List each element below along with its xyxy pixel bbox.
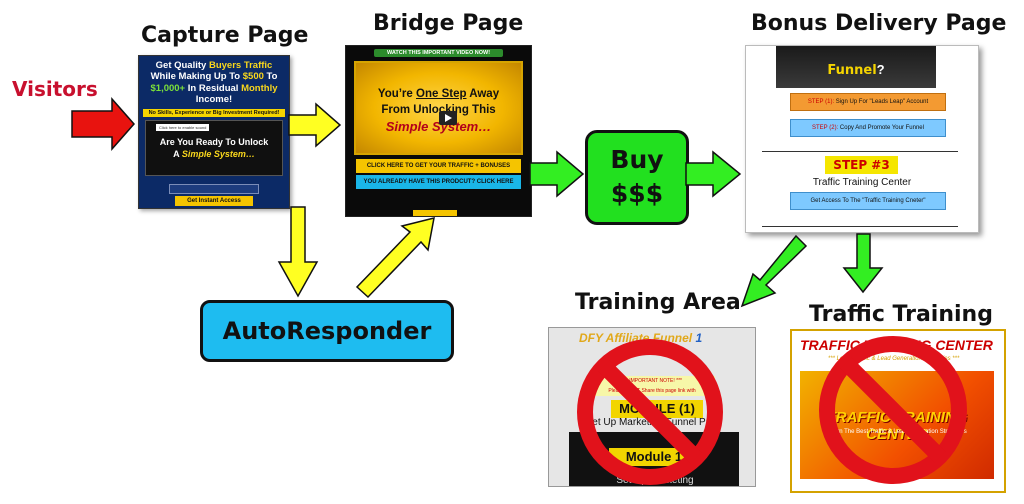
capture-subheadline-bar: No Skills, Experience or Big Investment … xyxy=(143,108,285,117)
capture-question: Are You Ready To Unlock A Simple System… xyxy=(159,136,269,159)
capture-headline: Get Quality Buyers Traffic While Making … xyxy=(150,60,278,106)
capture-email-field xyxy=(169,183,259,194)
capture-get-access-button: Get Instant Access xyxy=(175,195,253,206)
autoresponder-box: AutoResponder xyxy=(200,300,454,362)
autoresponder-label: AutoResponder xyxy=(222,317,432,345)
bonus-to-training-arrow xyxy=(740,234,808,308)
capture-page-thumbnail: Get Quality Buyers Traffic While Making … xyxy=(138,55,290,209)
buy-label: Buy xyxy=(610,145,664,174)
training-module-video-badge: Module 1 xyxy=(609,448,699,466)
visitors-arrow xyxy=(71,97,135,151)
autoresponder-to-bridge-arrow xyxy=(355,216,435,299)
capture-to-autoresponder-arrow xyxy=(277,206,319,298)
bonus-traffic-training-center-label: Traffic Training Center xyxy=(812,177,912,188)
buy-to-bonus-arrow xyxy=(685,150,742,198)
bonus-step3-badge: STEP #3 xyxy=(825,156,898,174)
buy-box: Buy $$$ xyxy=(585,130,689,225)
visitors-label: Visitors xyxy=(12,77,98,101)
bridge-traffic-bonuses-button: CLICK HERE TO GET YOUR TRAFFIC + BONUSES xyxy=(356,159,521,173)
heading-bridge-page: Bridge Page xyxy=(373,11,524,36)
play-icon xyxy=(439,111,457,125)
training-prohibited-icon xyxy=(577,339,723,485)
bonus-divider xyxy=(762,151,958,152)
bonus-step1-button: STEP (1): Sign Up For "Leads Leap" Accou… xyxy=(790,93,946,111)
buy-dollars-label: $$$ xyxy=(610,179,664,208)
enable-sound-label: Click here to enable sound xyxy=(156,123,210,131)
heading-bonus-delivery-page: Bonus Delivery Page xyxy=(751,11,1007,36)
bonus-funnel-header: Funnel? xyxy=(776,46,936,88)
bonus-get-access-button: Get Access To The "Traffic Training Cnet… xyxy=(790,192,946,210)
bonus-to-traffic-arrow xyxy=(842,233,884,294)
bridge-to-buy-arrow xyxy=(529,150,585,198)
bridge-bottom-tag xyxy=(413,210,457,216)
traffic-prohibited-icon xyxy=(819,336,967,484)
bonus-delivery-page-thumbnail: Funnel? STEP (1): Sign Up For "Leads Lea… xyxy=(745,45,979,233)
bonus-step2-button: STEP (2): Copy And Promote Your Funnel xyxy=(790,119,946,137)
capture-to-bridge-arrow xyxy=(288,102,342,148)
heading-capture-page: Capture Page xyxy=(141,23,309,48)
traffic-banner-subtitle: Learn The Best Traffic & Lead Generation… xyxy=(827,429,967,435)
bridge-watch-video-bar: WATCH THIS IMPORTANT VIDEO NOW! xyxy=(374,49,503,57)
traffic-training-subtitle: *** Learn Traffic & Lead Generation Stra… xyxy=(828,356,960,362)
bridge-video-panel: You’re One Step Away From Unlocking This… xyxy=(354,61,523,155)
bonus-bottom-divider xyxy=(762,226,958,227)
bridge-already-have-button: YOU ALREADY HAVE THIS PRODCUT? CLICK HER… xyxy=(356,175,521,189)
capture-video-panel: Click here to enable sound Are You Ready… xyxy=(145,119,283,176)
heading-training-area: Training Area xyxy=(575,290,741,315)
bridge-page-thumbnail: WATCH THIS IMPORTANT VIDEO NOW! You’re O… xyxy=(345,45,532,217)
heading-traffic-training: Traffic Training xyxy=(809,302,993,327)
bridge-video-headline: You’re One Step Away From Unlocking This… xyxy=(377,88,500,135)
